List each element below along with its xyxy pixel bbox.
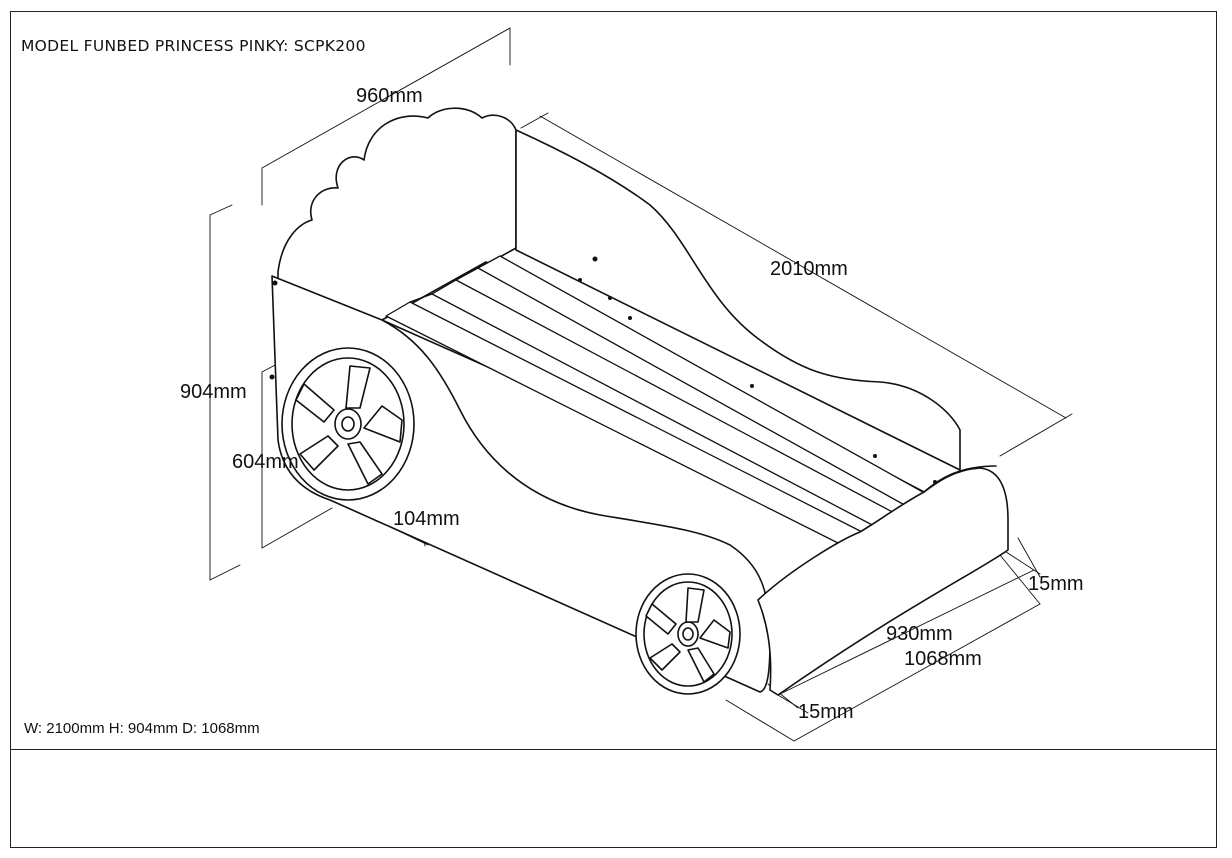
dim-height-side: 604mm bbox=[232, 451, 299, 473]
footboard-top bbox=[923, 465, 997, 493]
dim-outer-width: 1068mm bbox=[904, 648, 982, 670]
drawing-frame bbox=[10, 11, 1217, 848]
model-title: MODEL FUNBED PRINCESS PINKY: SCPK200 bbox=[21, 37, 366, 55]
screw-dots bbox=[269, 256, 937, 484]
front-left-wheel bbox=[281, 347, 415, 501]
dim-thickness-right: 15mm bbox=[1028, 573, 1084, 595]
dim-wheel-offset: 104mm bbox=[393, 508, 460, 530]
dim-inner-width: 930mm bbox=[886, 623, 953, 645]
rear-left-wheel bbox=[635, 573, 741, 695]
dim-thickness-bottom: 15mm bbox=[798, 701, 854, 723]
footboard-panel bbox=[757, 467, 1009, 696]
overall-dimensions-footer: W: 2100mm H: 904mm D: 1068mm bbox=[24, 720, 260, 737]
bed-slats bbox=[385, 255, 931, 549]
dim-width-top: 960mm bbox=[356, 85, 423, 107]
dim-height-total: 904mm bbox=[180, 381, 247, 403]
title-block-divider bbox=[10, 749, 1217, 750]
dim-length: 2010mm bbox=[770, 258, 848, 280]
back-side-rail bbox=[515, 129, 961, 471]
